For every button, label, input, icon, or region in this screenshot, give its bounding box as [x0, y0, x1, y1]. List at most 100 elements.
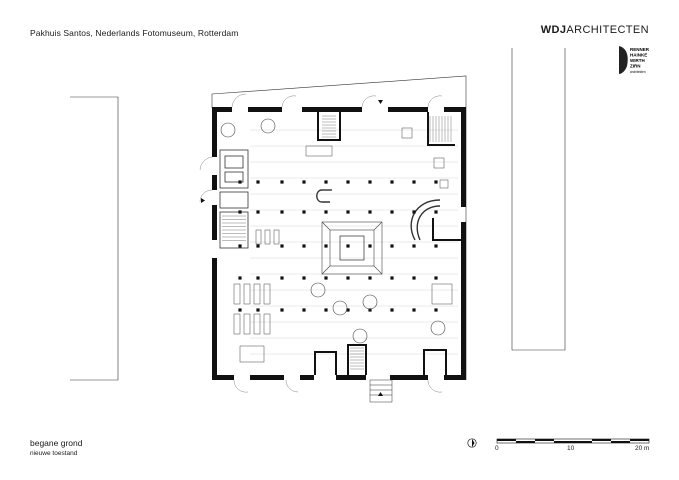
column [434, 276, 438, 280]
column [324, 210, 328, 214]
column [256, 244, 260, 248]
column [390, 210, 394, 214]
column [238, 276, 242, 280]
display-case [233, 313, 241, 335]
round-tables [220, 118, 446, 344]
furniture [233, 127, 453, 363]
logo-line-3: WIRTH [630, 58, 645, 63]
cores [314, 112, 461, 375]
scale-label-20: 20 m [635, 445, 650, 452]
column [390, 276, 394, 280]
plinth [439, 179, 449, 189]
service-rooms [219, 149, 249, 249]
column [434, 180, 438, 184]
round-table [430, 320, 446, 336]
floor-grid [250, 129, 458, 355]
column [346, 244, 350, 248]
display-case [255, 229, 262, 245]
stairs [222, 115, 452, 370]
display-case [273, 229, 280, 245]
logo-line-1: RENNER [630, 47, 650, 52]
column [346, 210, 350, 214]
column [302, 308, 306, 312]
column [412, 276, 416, 280]
display-case [263, 313, 271, 335]
column [368, 180, 372, 184]
column [324, 308, 328, 312]
column [434, 308, 438, 312]
plinth [431, 283, 453, 305]
display-case [233, 283, 241, 305]
column [280, 276, 284, 280]
scale-label-10: 10 [567, 445, 575, 452]
outer-walls [212, 107, 466, 380]
column [238, 308, 242, 312]
column [302, 244, 306, 248]
column [434, 210, 438, 214]
floor-title: begane grond [30, 438, 83, 448]
column [390, 308, 394, 312]
display-case [264, 229, 271, 245]
floor-subtitle: nieuwe toestand [30, 450, 78, 457]
display-case [263, 283, 271, 305]
partner-logo: RENNER HAINKE WIRTH ZIRN architekten [619, 46, 650, 74]
column [368, 210, 372, 214]
column [256, 210, 260, 214]
column [390, 244, 394, 248]
column [412, 308, 416, 312]
logo-small: architekten [630, 70, 646, 74]
column [412, 244, 416, 248]
column [280, 180, 284, 184]
plinth [401, 127, 413, 139]
column [280, 210, 284, 214]
columns [238, 180, 438, 312]
column [280, 244, 284, 248]
column [324, 276, 328, 280]
column [238, 244, 242, 248]
column [256, 308, 260, 312]
north-arrow-icon [467, 438, 477, 448]
column [302, 276, 306, 280]
round-table [352, 328, 368, 344]
display-case [253, 313, 261, 335]
drawing-title: Pakhuis Santos, Nederlands Fotomuseum, R… [30, 28, 239, 38]
column [256, 276, 260, 280]
round-table [362, 294, 378, 310]
round-table [220, 122, 236, 138]
column [238, 210, 242, 214]
floor-caption: begane grond nieuwe toestand [30, 438, 82, 457]
round-table [310, 282, 326, 298]
brand-light: ARCHITECTEN [566, 24, 649, 36]
plinth [433, 157, 445, 169]
column [412, 180, 416, 184]
column [256, 180, 260, 184]
column [434, 244, 438, 248]
column [324, 180, 328, 184]
display-case [243, 283, 251, 305]
column [390, 180, 394, 184]
column [238, 180, 242, 184]
column [412, 210, 416, 214]
door-swings [199, 93, 443, 393]
entrance-markers [201, 100, 383, 396]
bench [305, 145, 333, 157]
logo-line-2: HAINKE [630, 53, 647, 58]
column [324, 244, 328, 248]
brand-bold: WDJ [540, 24, 567, 36]
round-table [332, 300, 348, 316]
column [280, 308, 284, 312]
display-case [253, 283, 261, 305]
column [368, 308, 372, 312]
scale-label-0: 0 [495, 445, 499, 452]
architect-brand: WDJARCHITECTEN [541, 24, 649, 36]
column [302, 180, 306, 184]
column [346, 276, 350, 280]
column [368, 276, 372, 280]
logo-line-4: ZIRN [630, 64, 641, 69]
central-atrium [321, 221, 383, 275]
round-table [260, 118, 276, 134]
column [346, 180, 350, 184]
column [346, 308, 350, 312]
